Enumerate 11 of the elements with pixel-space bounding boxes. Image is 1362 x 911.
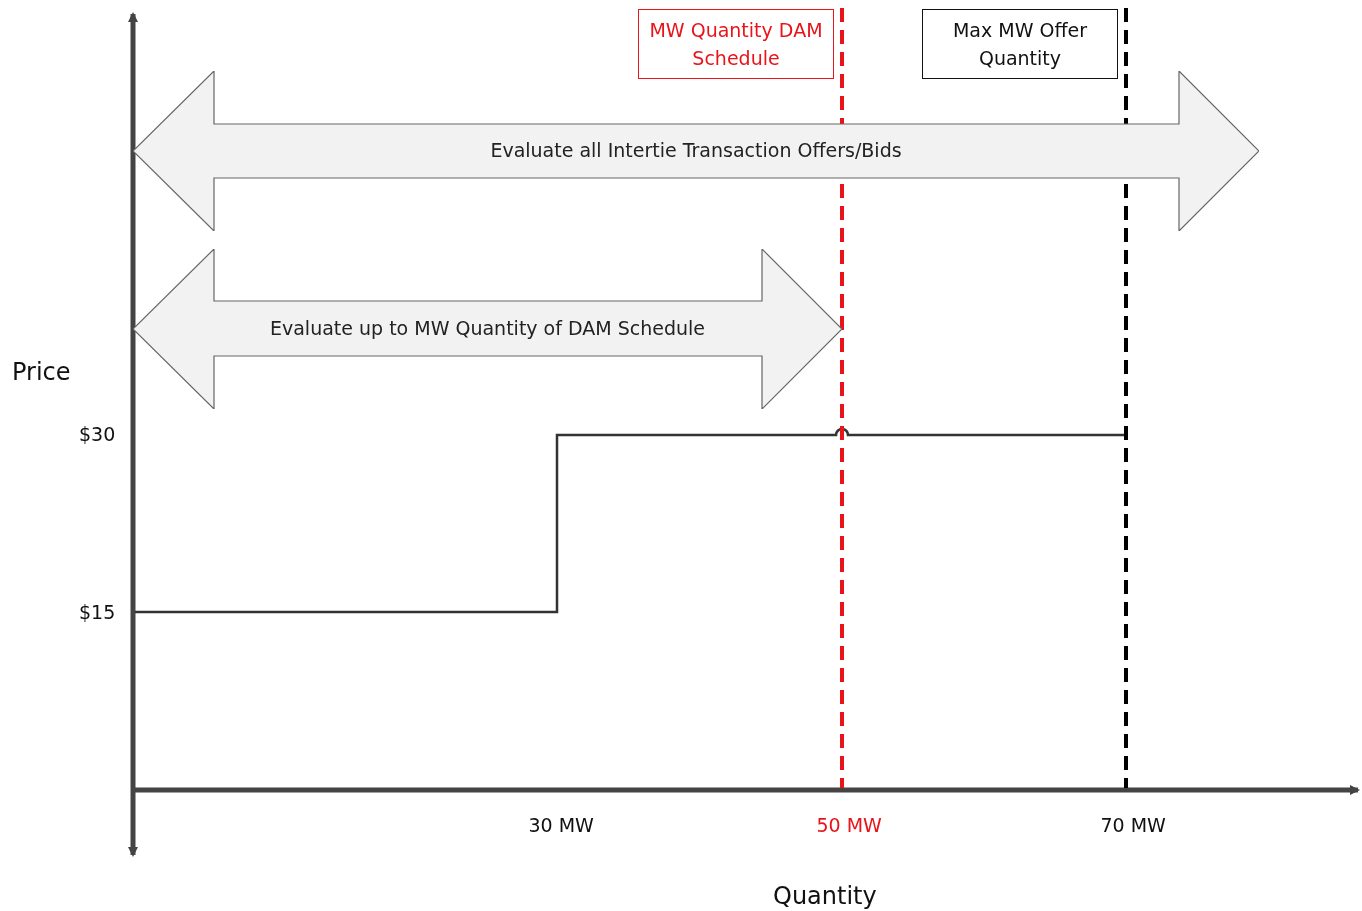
axis-title: Quantity bbox=[773, 882, 877, 910]
tick-label: 70 MW bbox=[1100, 814, 1166, 836]
arrow-text: Evaluate up to MW Quantity of DAM Schedule bbox=[268, 317, 706, 339]
tick-label: $30 bbox=[79, 423, 116, 445]
arrow-text: Evaluate all Intertie Transaction Offers/Bids bbox=[489, 139, 903, 161]
text-box: Max MW Offer Quantity bbox=[922, 9, 1118, 79]
tick-label: 50 MW bbox=[816, 814, 882, 836]
axis-title: Price bbox=[12, 358, 71, 386]
tick-label: 30 MW bbox=[528, 814, 594, 836]
tick-label: $15 bbox=[79, 601, 116, 623]
text-box: MW Quantity DAM Schedule bbox=[638, 9, 834, 79]
